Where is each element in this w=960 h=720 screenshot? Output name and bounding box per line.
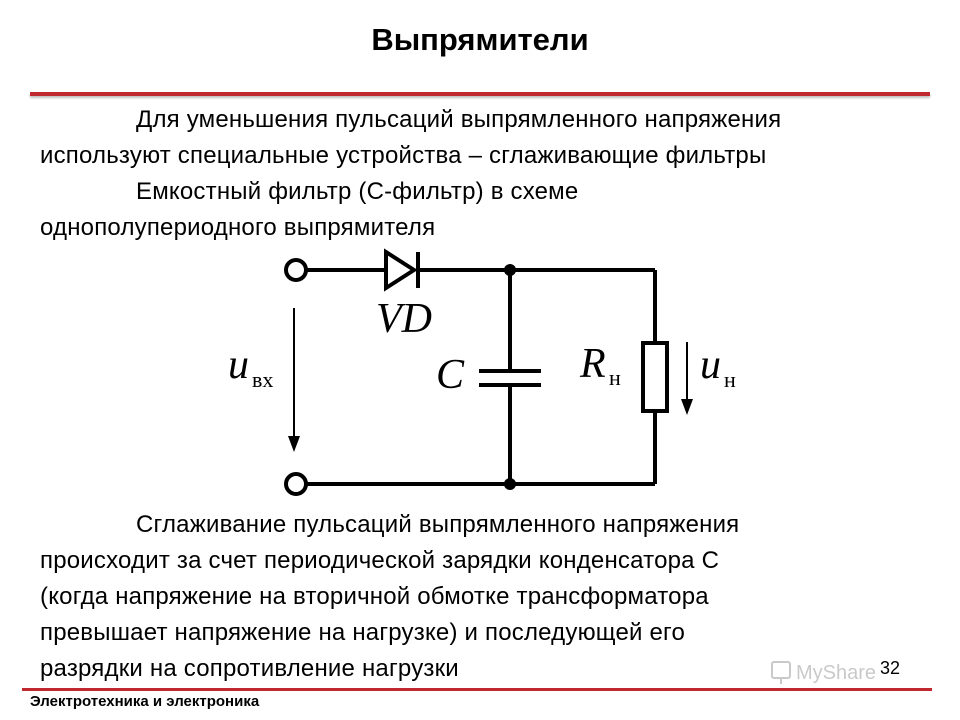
output-voltage-label: u	[700, 342, 721, 388]
title-divider	[30, 92, 930, 96]
resistor-symbol	[641, 341, 669, 413]
watermark-text: MyShare	[796, 662, 876, 684]
resistor-label: R	[579, 341, 606, 387]
intro-line-2: используют специальные устройства – сгла…	[40, 142, 767, 169]
page-number: 32	[880, 658, 901, 678]
footer-divider	[22, 688, 932, 691]
presentation-icon	[771, 661, 791, 679]
junction-dot-bottom	[504, 478, 516, 490]
junction-dot-top	[504, 264, 516, 276]
myshare-watermark: MyShare	[771, 661, 876, 684]
input-voltage-arrow	[288, 308, 300, 452]
intro-line-1: Для уменьшения пульсаций выпрямленного н…	[136, 106, 782, 133]
explanation-line-5: разрядки на сопротивление нагрузки	[40, 655, 459, 682]
explanation-line-1: Сглаживание пульсаций выпрямленного напр…	[136, 511, 740, 538]
slide-title: Выпрямители	[371, 22, 589, 57]
intro-paragraph: Для уменьшения пульсаций выпрямленного н…	[40, 102, 930, 246]
intro-line-3: Емкостный фильтр (С-фильтр) в схеме	[136, 178, 579, 205]
explanation-line-3: (когда напряжение на вторичной обмотке т…	[40, 583, 709, 610]
input-voltage-label: u	[228, 342, 249, 388]
diode-label: VD	[376, 296, 432, 342]
capacitor-symbol	[479, 369, 541, 387]
footer-course-title: Электротехника и электроника	[30, 693, 260, 710]
resistor-subscript: н	[609, 365, 621, 390]
capacitor-label: C	[436, 352, 465, 398]
input-terminal-top	[284, 258, 308, 282]
input-terminal-bottom	[284, 472, 308, 496]
input-voltage-subscript: вх	[252, 367, 273, 392]
explanation-line-2: происходит за счет периодической зарядки…	[40, 547, 720, 574]
intro-line-4: однополупериодного выпрямителя	[40, 214, 436, 241]
diode-symbol	[384, 248, 420, 292]
output-voltage-arrow	[681, 342, 693, 415]
output-voltage-subscript: н	[724, 367, 736, 392]
explanation-paragraph: Сглаживание пульсаций выпрямленного напр…	[40, 507, 930, 687]
explanation-line-4: превышает напряжение на нагрузке) и посл…	[40, 619, 686, 646]
